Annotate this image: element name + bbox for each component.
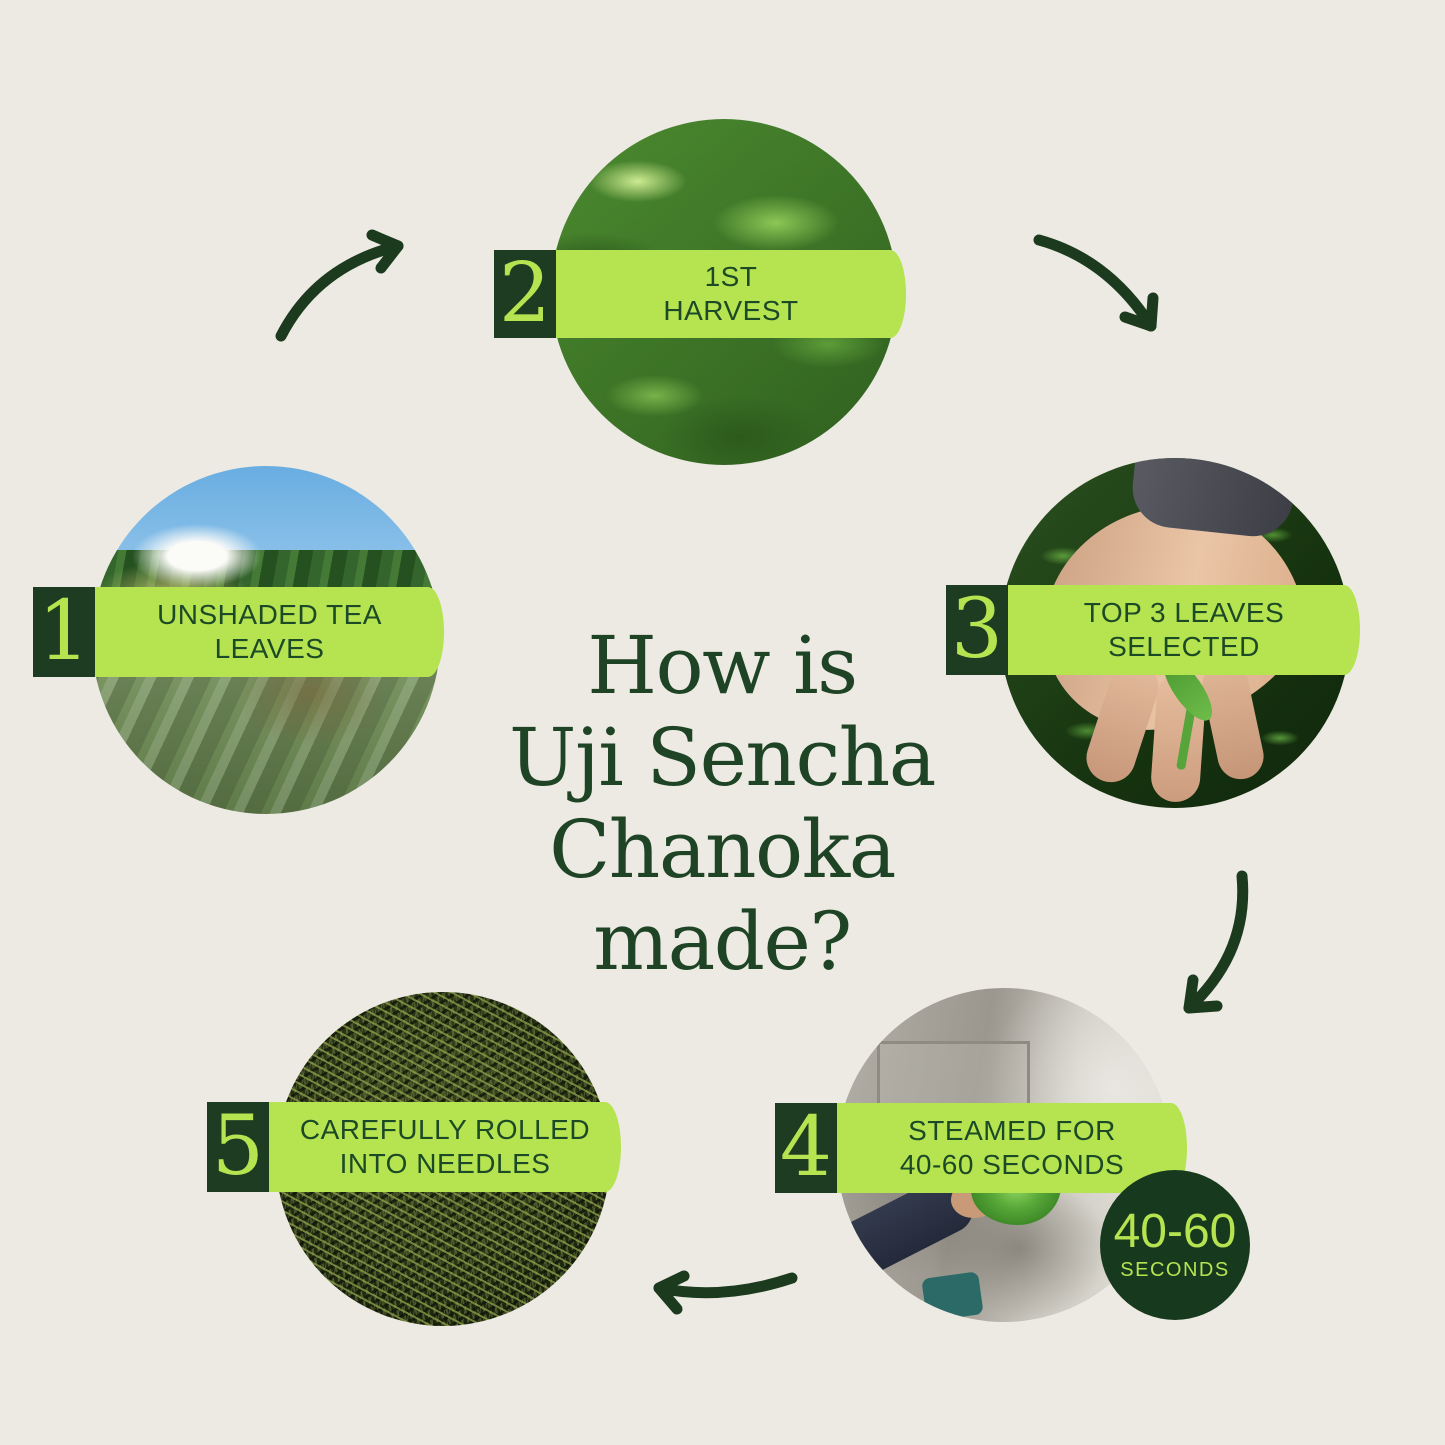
step-4-label: STEAMED FOR 40-60 SECONDS	[837, 1103, 1187, 1193]
title-line-3: Chanoka	[549, 802, 896, 896]
step-3-label-line-2: SELECTED	[1108, 631, 1260, 662]
duration-badge: 40-60 SECONDS	[1100, 1170, 1250, 1320]
step-1-label-line-1: UNSHADED TEA	[157, 599, 382, 630]
step-5-label-line-1: CAREFULLY ROLLED	[299, 1114, 591, 1145]
step-1-number-box: 1	[33, 587, 95, 677]
curved-arrow-step2-to-step3-icon	[1033, 234, 1159, 332]
duration-badge-value: 40-60	[1113, 1205, 1237, 1258]
step-4-label-line-2: 40-60 SECONDS	[899, 1149, 1125, 1180]
step-3-number: 3	[950, 582, 1004, 677]
step-2-label-line-1: 1ST	[704, 261, 758, 292]
step-5-label-line-2: INTO NEEDLES	[339, 1148, 551, 1179]
step-4-number: 4	[779, 1100, 833, 1195]
title-line-4: made?	[593, 894, 852, 988]
step-2-label-line-2: HARVEST	[663, 295, 799, 326]
step-5-number: 5	[211, 1099, 265, 1194]
title-line-1: How is	[587, 618, 858, 712]
page-title: How is Uji Sencha Chanoka made?	[402, 618, 1042, 988]
curved-arrow-step4-to-step5-icon	[653, 1270, 798, 1315]
step-2-number: 2	[498, 246, 552, 341]
step-5-label: CAREFULLY ROLLED INTO NEEDLES	[269, 1102, 621, 1192]
step-3-number-box: 3	[946, 585, 1008, 675]
step-1-label-line-2: LEAVES	[214, 633, 325, 664]
step-4-label-line-1: STEAMED FOR	[908, 1115, 1116, 1146]
curved-arrow-step1-to-step2-icon	[275, 229, 404, 342]
step-4-number-box: 4	[775, 1103, 837, 1193]
machine-part	[921, 1271, 984, 1322]
step-3-label: TOP 3 LEAVES SELECTED	[1008, 585, 1360, 675]
title-line-2: Uji Sencha	[509, 710, 936, 804]
step-2-number-box: 2	[494, 250, 556, 338]
duration-badge-unit: SECONDS	[1120, 1259, 1230, 1281]
step-1-label: UNSHADED TEA LEAVES	[95, 587, 444, 677]
curved-arrow-step3-to-step4-icon	[1183, 870, 1249, 1014]
step-2-label: 1ST HARVEST	[556, 250, 906, 338]
step-3-label-line-1: TOP 3 LEAVES	[1083, 597, 1285, 628]
step-5-number-box: 5	[207, 1102, 269, 1192]
step-1-number: 1	[37, 584, 91, 679]
